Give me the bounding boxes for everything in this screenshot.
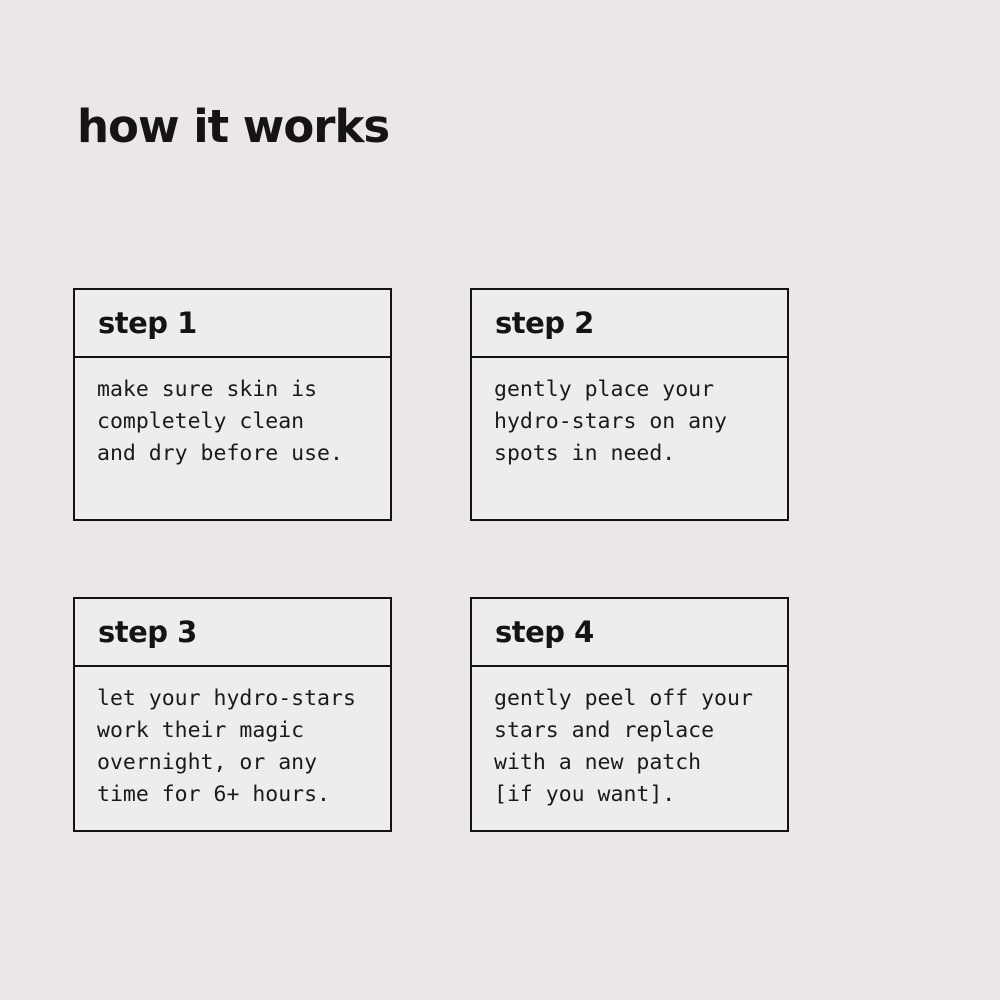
step-card-4-header: step 4: [472, 599, 787, 667]
step-card-4: step 4 gently peel off your stars and re…: [470, 597, 789, 832]
page-title: how it works: [77, 100, 390, 153]
step-card-4-label: step 4: [495, 615, 594, 649]
step-card-2-header: step 2: [472, 290, 787, 358]
step-card-1-label: step 1: [98, 306, 197, 340]
step-card-1-body: make sure skin is completely clean and d…: [97, 377, 343, 466]
step-card-3-body: let your hydro-stars work their magic ov…: [97, 686, 356, 807]
step-card-2-body: gently place your hydro-stars on any spo…: [494, 377, 727, 466]
step-card-3-header: step 3: [75, 599, 390, 667]
step-card-4-body: gently peel off your stars and replace w…: [494, 686, 753, 807]
step-card-3: step 3 let your hydro-stars work their m…: [73, 597, 392, 832]
step-card-1: step 1 make sure skin is completely clea…: [73, 288, 392, 521]
step-card-2-label: step 2: [495, 306, 594, 340]
step-card-1-header: step 1: [75, 290, 390, 358]
step-card-3-label: step 3: [98, 615, 197, 649]
step-card-2: step 2 gently place your hydro-stars on …: [470, 288, 789, 521]
